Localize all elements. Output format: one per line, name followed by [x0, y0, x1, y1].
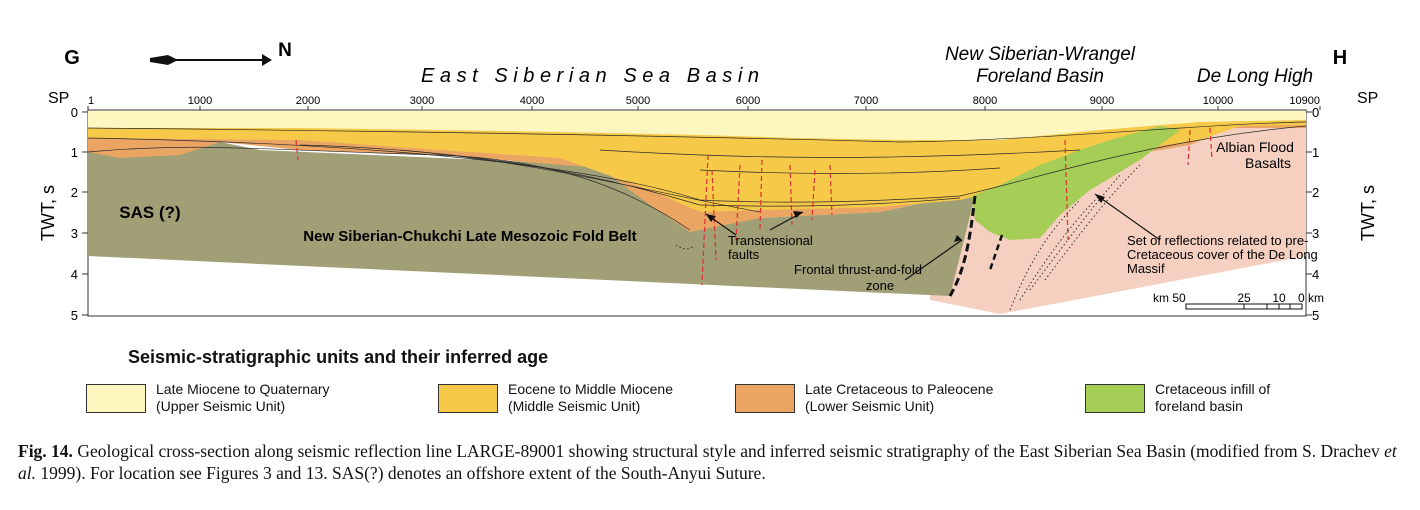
sp-label-left: SP: [48, 90, 69, 107]
twt-tick-label: 2: [1312, 185, 1319, 200]
legend-swatch-upper: [86, 384, 146, 413]
caption-etal: et al.: [18, 441, 1397, 483]
twt-tick-label: 0: [1312, 105, 1319, 120]
sp-tick-label: 9000: [1090, 95, 1114, 107]
twt-tick-label: 5: [1312, 308, 1319, 323]
sp-tick-label: 3000: [410, 95, 434, 107]
legend-upper-line2: (Upper Seismic Unit): [156, 398, 286, 414]
legend-swatch-middle: [438, 384, 498, 413]
sp-tick-label: 10000: [1203, 95, 1234, 107]
sp-tick-label: 8000: [973, 95, 997, 107]
sp-tick-label: 1: [88, 95, 94, 107]
fold-belt-label: New Siberian-Chukchi Late Mesozoic Fold …: [303, 228, 636, 245]
legend-lower-line2: (Lower Seismic Unit): [805, 398, 935, 414]
transtensional-faults: [295, 127, 1213, 286]
sp-label-right: SP: [1357, 90, 1378, 107]
scale-label-0: 0 km: [1298, 291, 1324, 305]
sp-tick-label: 7000: [854, 95, 878, 107]
figure-caption: Fig. 14. Geological cross-section along …: [18, 440, 1408, 484]
north-arrow-icon: [150, 54, 272, 66]
sas-label: SAS (?): [119, 203, 180, 222]
legend-lower-line1: Late Cretaceous to Paleocene: [805, 381, 994, 397]
scale-bar: [1185, 303, 1303, 310]
region-high-label: De Long High: [1197, 66, 1313, 87]
arrow-heads: [706, 194, 1105, 242]
thrust-label-line1: Frontal thrust-and-fold: [794, 262, 922, 277]
cross-section: G H N E a s t S i b e r i a n S e a B a …: [38, 40, 1378, 323]
thrust-splay: [988, 234, 1004, 271]
twt-tick-label: 4: [1312, 267, 1319, 282]
thrust-label-line2: zone: [866, 278, 894, 293]
twt-axis-left: 0 1 2 3 4 5: [71, 105, 88, 323]
basalts-label-line1: Albian Flood: [1216, 139, 1294, 155]
legend-middle-line1: Eocene to Middle Miocene: [508, 381, 673, 397]
end-label-right: H: [1333, 47, 1347, 69]
legend-upper-line1: Late Miocene to Quaternary: [156, 381, 330, 397]
legend-foreland-line1: Cretaceous infill of: [1155, 381, 1271, 397]
region-foreland-line1: New Siberian-Wrangel: [945, 44, 1136, 65]
twt-tick-label: 1: [1312, 145, 1319, 160]
reflections-label-line3: Massif: [1127, 261, 1165, 276]
scale-label-50: km 50: [1153, 291, 1186, 305]
caption-text-1: Geological cross-section along seismic r…: [77, 441, 1380, 461]
twt-axis-right: 0 1 2 3 4 5: [1306, 105, 1319, 323]
sp-tick-label: 4000: [520, 95, 544, 107]
twt-tick-label: 2: [71, 185, 78, 200]
frontal-thrust: [948, 195, 977, 297]
sp-tick-label: 1000: [188, 95, 212, 107]
legend-middle-line2: (Middle Seismic Unit): [508, 398, 641, 414]
twt-tick-label: 3: [71, 226, 78, 241]
sp-tick-label: 2000: [296, 95, 320, 107]
reflections-label-line1: Set of reflections related to pre-: [1127, 233, 1308, 248]
caption-label: Fig. 14.: [18, 441, 73, 461]
faults-label-line2: faults: [728, 247, 760, 262]
region-foreland-line2: Foreland Basin: [976, 66, 1104, 87]
caption-text-2: 1999). For location see Figures 3 and 13…: [40, 463, 766, 483]
twt-label-left: TWT, s: [38, 185, 58, 241]
twt-tick-label: 4: [71, 267, 78, 282]
pre-cretaceous-reflections: [675, 164, 1141, 311]
foreland-infill: [972, 126, 1180, 240]
faults-label-line1: Transtensional: [728, 233, 813, 248]
twt-tick-label: 3: [1312, 226, 1319, 241]
fold-belt: [88, 140, 975, 296]
sp-tick-label: 10900: [1289, 95, 1320, 107]
region-main-label: E a s t S i b e r i a n S e a B a s i n: [421, 65, 759, 87]
reflector-horizons: [87, 121, 1307, 231]
twt-tick-label: 5: [71, 308, 78, 323]
legend-swatch-lower: [735, 384, 795, 413]
scale-label-25: 25: [1237, 291, 1251, 305]
legend-title: Seismic-stratigraphic units and their in…: [128, 347, 549, 367]
end-label-left: G: [64, 47, 80, 69]
north-label: N: [278, 40, 292, 61]
basalts-label-line2: Basalts: [1245, 155, 1291, 171]
twt-tick-label: 1: [71, 145, 78, 160]
twt-label-right: TWT, s: [1358, 185, 1378, 241]
scale-label-10: 10: [1272, 291, 1286, 305]
sp-tick-label: 5000: [626, 95, 650, 107]
sp-tick-label: 6000: [736, 95, 760, 107]
legend-foreland-line2: foreland basin: [1155, 398, 1243, 414]
sp-axis: 1 1000 2000 3000 4000 5000 6000 7000 8000 9000 100…: [87, 95, 1321, 110]
twt-tick-label: 0: [71, 105, 78, 120]
upper-unit: [88, 111, 1306, 140]
reflections-label-line2: Cretaceous cover of the De Long: [1127, 247, 1318, 262]
legend-swatch-foreland: [1085, 384, 1145, 413]
